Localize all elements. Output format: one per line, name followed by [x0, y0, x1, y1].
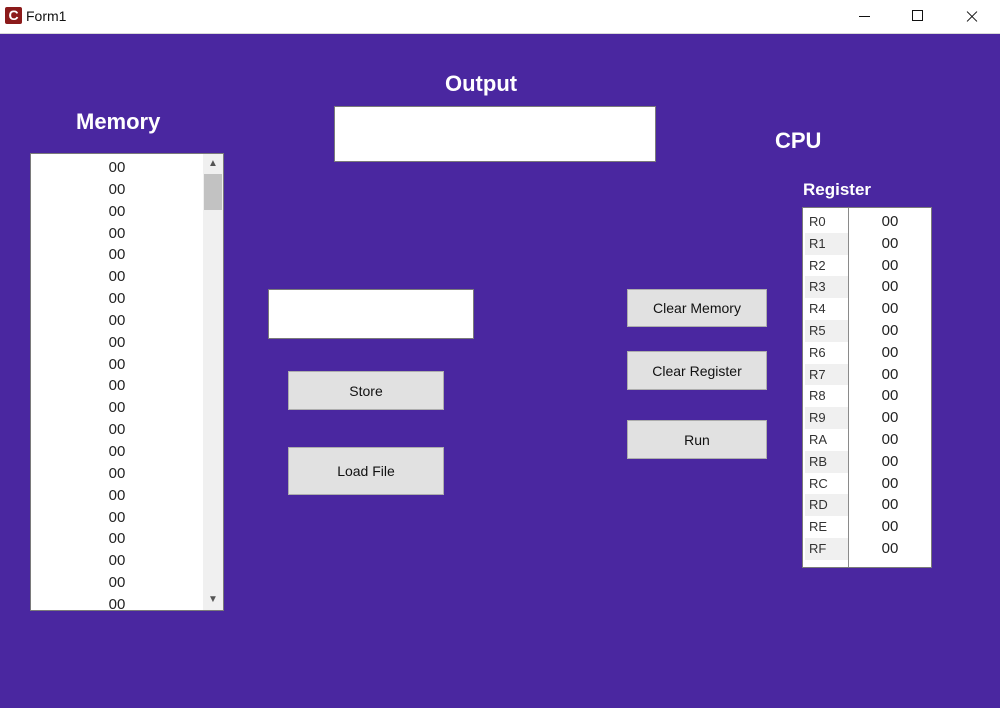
- register-values: 00 00 00 00 00 00 00 00 00 00 00 00 00 00 00 00: [849, 211, 931, 560]
- close-icon[interactable]: [948, 0, 994, 33]
- chevron-down-icon[interactable]: ▼: [208, 594, 218, 605]
- register-name: R7: [805, 363, 848, 386]
- register-value[interactable]: 00: [881, 539, 899, 557]
- register-name: R1: [805, 232, 848, 255]
- store-button[interactable]: Store: [288, 371, 444, 410]
- memory-cell[interactable]: 00: [108, 290, 126, 308]
- load-file-button[interactable]: Load File: [288, 447, 444, 495]
- register-value[interactable]: 00: [881, 518, 899, 536]
- memory-cell[interactable]: 00: [108, 552, 126, 570]
- chevron-up-icon[interactable]: ▲: [208, 158, 218, 169]
- register-name: R6: [809, 344, 826, 360]
- register-value[interactable]: 00: [881, 321, 899, 339]
- register-name: R0: [809, 214, 826, 229]
- register-name: RE: [809, 519, 828, 535]
- clear-memory-button[interactable]: Clear Memory: [627, 289, 767, 327]
- register-label: Register: [803, 180, 872, 199]
- register-divider: [848, 208, 849, 567]
- memory-cell[interactable]: 00: [108, 399, 126, 417]
- memory-cells: 00 00 00 00 00 00 00 00 00 00 00 00 00 00 00 00 00 00 00 00…: [31, 157, 203, 611]
- memory-cell[interactable]: 00: [108, 311, 126, 329]
- memory-cell[interactable]: 00: [108, 595, 126, 611]
- register-value[interactable]: 00: [881, 430, 899, 448]
- register-name: R8: [809, 388, 826, 404]
- memory-cell[interactable]: 00: [108, 421, 126, 439]
- memory-cell[interactable]: 00: [108, 574, 126, 592]
- register-name: R2: [809, 257, 826, 273]
- register-value[interactable]: 00: [881, 343, 899, 361]
- cpu-label: CPU: [775, 128, 822, 153]
- memory-cell[interactable]: 00: [108, 442, 126, 460]
- register-value[interactable]: 00: [881, 365, 899, 383]
- memory-label: Memory: [76, 109, 161, 134]
- memory-cell[interactable]: 00: [108, 202, 126, 220]
- register-value[interactable]: 00: [881, 496, 899, 514]
- run-button[interactable]: Run: [627, 420, 767, 459]
- register-name: R9: [805, 407, 848, 429]
- clear-register-button[interactable]: Clear Register: [627, 351, 767, 390]
- memory-cell[interactable]: 00: [108, 355, 126, 373]
- memory-cell[interactable]: 00: [108, 530, 126, 548]
- memory-cell[interactable]: 00: [108, 486, 126, 504]
- register-name: RC: [809, 475, 828, 491]
- memory-cell[interactable]: 00: [108, 159, 126, 176]
- window-title: Form1: [26, 8, 67, 24]
- maximize-icon[interactable]: [894, 0, 940, 33]
- register-value[interactable]: 00: [881, 213, 899, 230]
- output-field[interactable]: [334, 106, 656, 162]
- minimize-icon[interactable]: [840, 0, 886, 33]
- register-value[interactable]: 00: [881, 256, 899, 274]
- title-bar: C Form1: [0, 0, 1000, 34]
- output-label: Output: [445, 71, 518, 96]
- memory-cell[interactable]: 00: [108, 508, 126, 526]
- register-value[interactable]: 00: [881, 409, 899, 427]
- register-value[interactable]: 00: [881, 234, 899, 252]
- memory-cell[interactable]: 00: [108, 180, 126, 198]
- register-name: R5: [805, 319, 848, 342]
- register-name: RD: [805, 494, 848, 517]
- register-name: RF: [805, 537, 848, 560]
- memory-scrollbar[interactable]: ▲ ▼: [203, 154, 223, 610]
- register-value[interactable]: 00: [881, 387, 899, 405]
- register-name: R3: [805, 276, 848, 299]
- input-field[interactable]: [268, 289, 474, 339]
- memory-cell[interactable]: 00: [108, 333, 126, 351]
- app-icon: C: [5, 7, 22, 24]
- memory-cell[interactable]: 00: [108, 246, 126, 264]
- memory-list[interactable]: 00 00 00 00 00 00 00 00 00 00 00 00 00 00 00 00 00 00 00 00…: [30, 153, 224, 611]
- register-value[interactable]: 00: [881, 452, 899, 470]
- register-name: RA: [809, 431, 828, 447]
- register-name: RB: [805, 450, 848, 473]
- memory-cell[interactable]: 00: [108, 268, 126, 286]
- memory-cell[interactable]: 00: [108, 464, 126, 482]
- register-value[interactable]: 00: [881, 300, 899, 318]
- memory-cell[interactable]: 00: [108, 224, 126, 242]
- scroll-thumb[interactable]: [204, 174, 222, 210]
- register-name: R4: [809, 301, 826, 317]
- register-value[interactable]: 00: [881, 474, 899, 492]
- register-value[interactable]: 00: [881, 278, 899, 296]
- memory-cell[interactable]: 00: [108, 377, 126, 395]
